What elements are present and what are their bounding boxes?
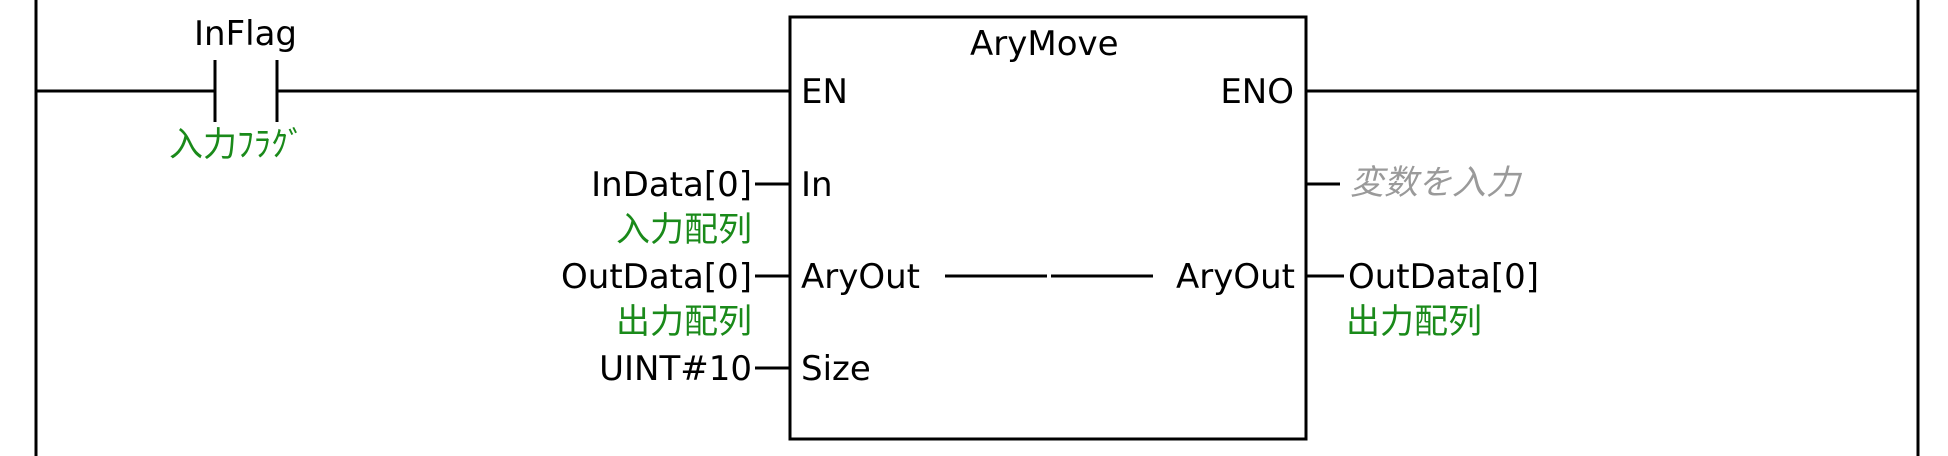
in-variable[interactable]: InData[0] [591, 165, 752, 205]
pin-size: Size [801, 349, 871, 389]
block-title: AryMove [970, 24, 1119, 64]
pin-eno: ENO [1220, 72, 1294, 112]
arymove-block[interactable] [788, 15, 1308, 441]
contact-comment: 入力ﾌﾗｸﾞ [169, 125, 305, 165]
contact-variable[interactable]: InFlag [194, 14, 297, 54]
pin-en: EN [801, 72, 848, 112]
pin-aryout-in: AryOut [801, 257, 920, 297]
pin-aryout-out: AryOut [1176, 257, 1295, 297]
aryout-in-variable[interactable]: OutData[0] [561, 257, 752, 297]
in-variable-comment: 入力配列 [616, 210, 752, 250]
size-variable[interactable]: UINT#10 [599, 349, 752, 389]
aryout-out-variable-comment: 出力配列 [1346, 302, 1482, 342]
aryout-in-variable-comment: 出力配列 [616, 302, 752, 342]
inflag-contact[interactable] [213, 60, 279, 122]
eno-variable-input[interactable]: 変数を入力 [1350, 163, 1520, 203]
aryout-out-variable[interactable]: OutData[0] [1348, 257, 1539, 297]
pin-in: In [801, 165, 833, 205]
